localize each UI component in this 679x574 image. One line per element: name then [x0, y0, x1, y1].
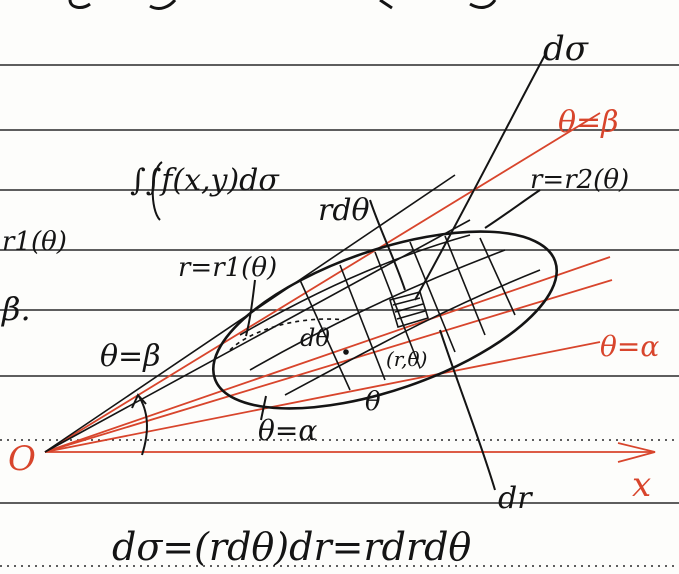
inner-curve-r1	[229, 318, 346, 351]
theta-angle-arrow	[131, 393, 147, 409]
area-element-dsigma	[388, 291, 430, 328]
area-element-hatch	[392, 297, 426, 320]
label-left-theta-beta: θ=β	[100, 339, 161, 374]
leader-theta-alpha-tick	[260, 395, 267, 421]
leader-r1	[245, 279, 256, 337]
label-integral: ∫∫f(x,y)dσ	[130, 163, 280, 198]
label-inner-curve: r=r1(θ)	[178, 253, 277, 283]
leader-dsigma	[414, 54, 546, 301]
label-point: (r,θ)	[386, 347, 427, 371]
grid-arc-2	[249, 249, 506, 371]
ray-upper-mid	[44, 256, 611, 453]
ruled-lines	[0, 64, 679, 567]
label-theta-arc: θ	[365, 387, 381, 417]
point-r-theta-dot	[343, 349, 349, 355]
ray-lower-mid	[44, 279, 613, 453]
polar-grid	[239, 234, 541, 396]
label-r-dtheta: rdθ	[318, 193, 370, 228]
leader-r2	[484, 189, 541, 229]
label-lower-theta-alpha: θ=α	[258, 414, 317, 447]
grid-arc-3	[284, 269, 541, 396]
label-d-theta-small: dθ	[300, 324, 330, 352]
ray-theta-alpha	[44, 341, 601, 453]
label-bottom-formula: dσ=(rdθ)dr=rdrdθ	[112, 525, 471, 569]
label-x-axis: x	[632, 465, 651, 505]
ray-theta-beta	[44, 112, 601, 453]
polar-rays	[44, 112, 656, 463]
grid-arc-1	[239, 234, 471, 336]
region-D-boundary	[211, 230, 559, 410]
label-theta-alpha: θ=α	[600, 330, 659, 363]
label-origin: O	[8, 439, 36, 479]
integral-bracket	[151, 161, 163, 221]
cropped-top-strokes	[68, 0, 497, 10]
leader-lines	[131, 54, 546, 491]
leader-rdtheta	[369, 199, 406, 291]
label-dr: dr	[498, 481, 533, 516]
label-d-sigma-top: dσ	[543, 29, 589, 69]
grid-radial-strokes	[299, 235, 516, 391]
label-left-beta: β.	[1, 290, 31, 328]
label-theta-beta: θ=β	[558, 105, 619, 140]
x-axis-arrowhead	[617, 442, 656, 463]
label-outer-curve: r=r2(θ)	[530, 165, 629, 195]
label-left-r: r1(θ)	[2, 227, 67, 257]
leader-dr	[439, 329, 496, 491]
